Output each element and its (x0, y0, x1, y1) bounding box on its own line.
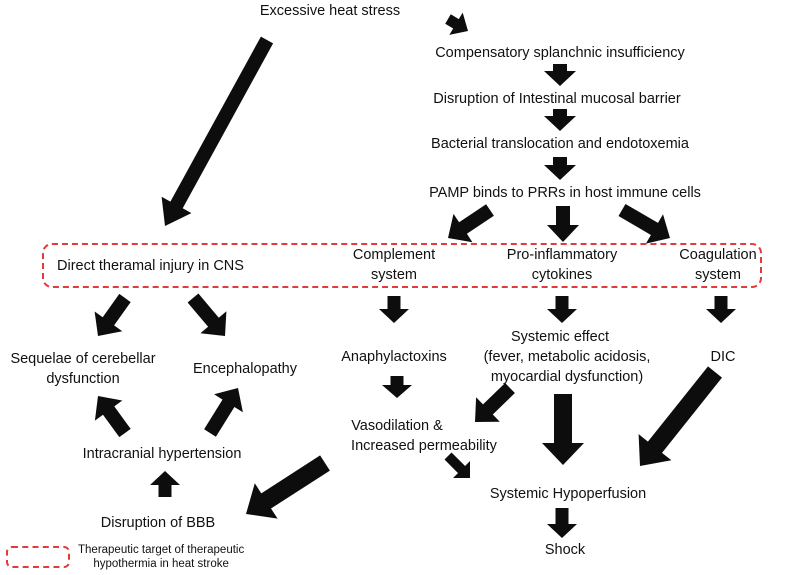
arrow-anaphylactoxins-to-vasodilation (382, 376, 412, 398)
node-bacterial-translocation: Bacterial translocation and endotoxemia (431, 136, 689, 152)
node-systemic-effect-line2: (fever, metabolic acidosis, (483, 349, 651, 365)
arrow-splanchnic-to-mucosal (544, 64, 576, 86)
arrow-cns-to-cerebellar (94, 293, 131, 336)
node-vasodilation-line2: Increased permeability (351, 438, 497, 454)
arrow-cns-to-encephalopathy (187, 293, 227, 336)
node-systemic-hypoperfusion: Systemic Hypoperfusion (489, 486, 647, 502)
node-splanchnic-insufficiency: Compensatory splanchnic insufficiency (435, 45, 685, 61)
arrow-intracranial-to-encephalopathy (204, 388, 243, 437)
arrow-cytokines-to-systemic (547, 296, 577, 323)
arrow-pamp-to-cytokines (547, 206, 579, 242)
arrow-hypoperfusion-to-shock (547, 508, 577, 538)
arrow-pamp-to-coagulation (618, 204, 670, 244)
arrow-translocation-to-pamp (544, 157, 576, 180)
arrow-bbb-to-intracranial (150, 471, 180, 497)
arrow-vasodilation-to-hypoperfusion (444, 452, 470, 478)
arrow-heat-to-cns (161, 36, 274, 226)
therapeutic-target-box (42, 243, 762, 288)
node-complement-line2: system (371, 267, 417, 283)
node-mucosal-barrier-disruption: Disruption of Intestinal mucosal barrier (433, 91, 681, 107)
arrow-systemic-to-vasodilation (475, 383, 515, 422)
node-intracranial-hypertension: Intracranial hypertension (82, 446, 242, 462)
node-vasodilation-line1: Vasodilation & (351, 418, 443, 434)
arrow-mucosal-to-translocation (544, 109, 576, 131)
node-systemic-effect-line3: myocardial dysfunction) (490, 369, 644, 385)
arrow-dic-to-hypoperfusion (638, 366, 722, 466)
node-encephalopathy: Encephalopathy (193, 361, 297, 377)
node-coagulation-line1: Coagulation (679, 247, 757, 263)
arrow-intracranial-to-cerebellar (94, 396, 131, 438)
node-systemic-effect-line1: Systemic effect (510, 329, 610, 345)
node-heat-stress: Excessive heat stress (259, 3, 401, 19)
arrow-complement-to-anaphylactoxins (379, 296, 409, 323)
node-bbb-disruption: Disruption of BBB (100, 515, 216, 531)
legend-label-line1: Therapeutic target of therapeutic (78, 544, 245, 556)
legend-dashed-box-swatch (6, 546, 70, 568)
arrow-vasodilation-to-bbb (246, 455, 330, 519)
node-complement-line1: Complement (352, 247, 436, 263)
node-dic: DIC (710, 349, 736, 365)
node-cytokines-line1: Pro-inflammatory (506, 247, 618, 263)
node-coagulation-line2: system (695, 267, 741, 283)
arrow-heat-to-splanchnic (445, 12, 468, 35)
node-pamp-prr-binding: PAMP binds to PRRs in host immune cells (429, 185, 701, 201)
node-cytokines-line2: cytokines (531, 267, 593, 283)
arrow-systemic-to-hypoperfusion (542, 394, 584, 465)
arrow-pamp-to-complement (448, 204, 494, 243)
node-cns-thermal-injury: Direct theramal injury in CNS (57, 258, 244, 274)
node-shock: Shock (544, 542, 586, 558)
node-cerebellar-sequelae-line2: dysfunction (46, 371, 120, 387)
arrow-coagulation-to-dic (706, 296, 736, 323)
legend-label-line2: hypothermia in heat stroke (93, 558, 229, 570)
node-cerebellar-sequelae-line1: Sequelae of cerebellar (10, 351, 156, 367)
node-anaphylactoxins: Anaphylactoxins (341, 349, 447, 365)
legend-label: Therapeutic target of therapeutic hypoth… (78, 543, 244, 571)
